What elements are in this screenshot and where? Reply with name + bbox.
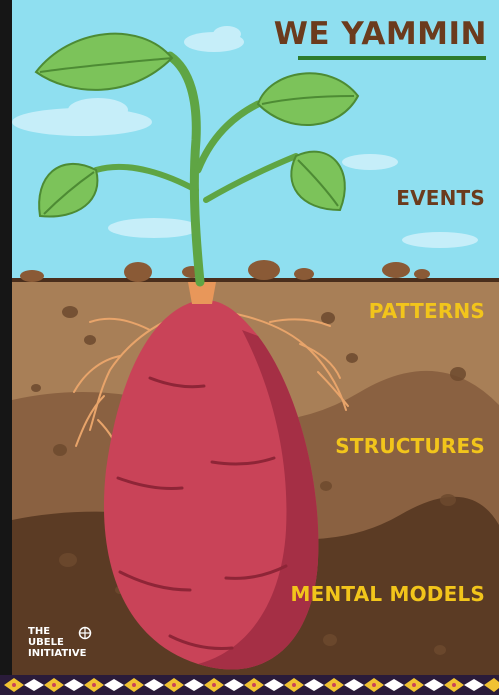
- level-label-structures: STRUCTURES: [335, 434, 485, 458]
- ubele-initiative-logo: THE UBELE INITIATIVE: [28, 626, 102, 666]
- level-label-events: EVENTS: [396, 186, 485, 210]
- title-underline: [298, 56, 486, 60]
- level-label-mental-models: MENTAL MODELS: [291, 582, 486, 606]
- level-label-patterns: PATTERNS: [369, 299, 485, 323]
- poster-title: WE YAMMIN: [274, 16, 487, 52]
- patterned-border: [0, 675, 499, 695]
- circle-ornament-icon: [78, 626, 92, 640]
- logo-line-3: INITIATIVE: [28, 648, 102, 659]
- ground-line: [12, 278, 499, 282]
